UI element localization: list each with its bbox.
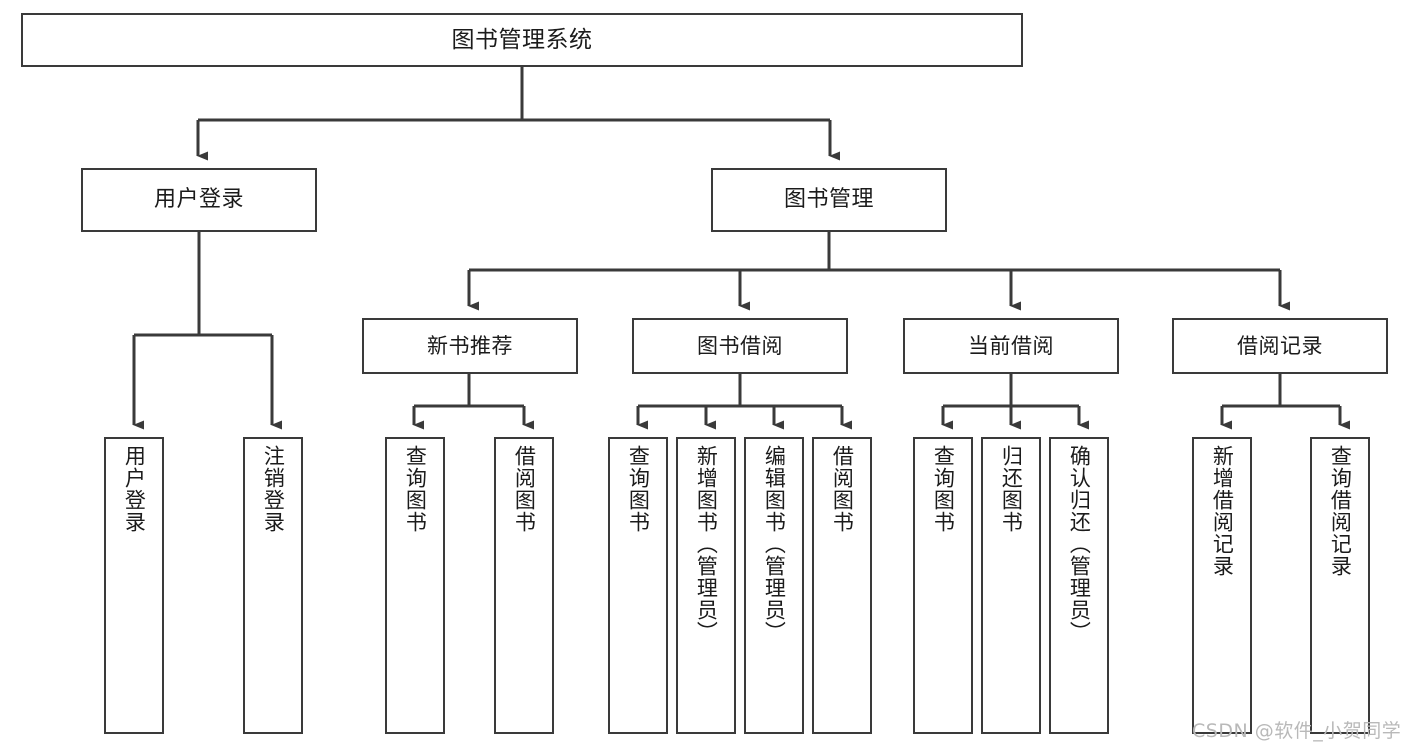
node-leaf-query-book-1-label: 查询图书 xyxy=(403,445,428,533)
node-leaf-logout-label: 注销登录 xyxy=(261,445,286,533)
node-book-manage-label: 图书管理 xyxy=(783,187,874,213)
node-book-borrow-label: 图书借阅 xyxy=(697,333,783,358)
node-borrow-record-label: 借阅记录 xyxy=(1237,333,1323,358)
node-leaf-query-book-3[interactable]: 查询图书 xyxy=(913,437,973,734)
node-root-label: 图书管理系统 xyxy=(451,26,593,53)
node-book-borrow[interactable]: 图书借阅 xyxy=(632,318,848,374)
node-user-login[interactable]: 用户登录 xyxy=(81,168,317,232)
node-new-book-rec[interactable]: 新书推荐 xyxy=(362,318,578,374)
node-leaf-query-book-1[interactable]: 查询图书 xyxy=(385,437,445,734)
node-leaf-return-book-label: 归还图书 xyxy=(999,445,1024,533)
watermark: CSDN @软件_小贺同学 xyxy=(1192,720,1402,742)
node-leaf-query-book-2[interactable]: 查询图书 xyxy=(608,437,668,734)
node-leaf-confirm-return-label: 确认归还（管理员） xyxy=(1067,445,1092,643)
node-leaf-borrow-book-2-label: 借阅图书 xyxy=(830,445,855,533)
node-leaf-add-book-label: 新增图书（管理员） xyxy=(694,445,719,643)
node-leaf-add-record[interactable]: 新增借阅记录 xyxy=(1192,437,1252,734)
node-leaf-borrow-book-2[interactable]: 借阅图书 xyxy=(812,437,872,734)
node-leaf-edit-book[interactable]: 编辑图书（管理员） xyxy=(744,437,804,734)
node-leaf-query-record-label: 查询借阅记录 xyxy=(1328,445,1353,577)
node-leaf-query-book-2-label: 查询图书 xyxy=(626,445,651,533)
node-leaf-query-record[interactable]: 查询借阅记录 xyxy=(1310,437,1370,734)
node-user-login-label: 用户登录 xyxy=(153,187,244,213)
node-current-borrow[interactable]: 当前借阅 xyxy=(903,318,1119,374)
node-leaf-user-login-label: 用户登录 xyxy=(122,445,147,533)
node-book-manage[interactable]: 图书管理 xyxy=(711,168,947,232)
node-leaf-add-book[interactable]: 新增图书（管理员） xyxy=(676,437,736,734)
node-borrow-record[interactable]: 借阅记录 xyxy=(1172,318,1388,374)
node-leaf-return-book[interactable]: 归还图书 xyxy=(981,437,1041,734)
node-leaf-logout[interactable]: 注销登录 xyxy=(243,437,303,734)
node-new-book-rec-label: 新书推荐 xyxy=(427,333,513,358)
node-leaf-borrow-book-1[interactable]: 借阅图书 xyxy=(494,437,554,734)
node-leaf-query-book-3-label: 查询图书 xyxy=(931,445,956,533)
node-leaf-edit-book-label: 编辑图书（管理员） xyxy=(762,445,787,643)
node-leaf-user-login[interactable]: 用户登录 xyxy=(104,437,164,734)
node-current-borrow-label: 当前借阅 xyxy=(968,333,1054,358)
node-leaf-add-record-label: 新增借阅记录 xyxy=(1210,445,1235,577)
node-root[interactable]: 图书管理系统 xyxy=(21,13,1023,67)
node-leaf-borrow-book-1-label: 借阅图书 xyxy=(512,445,537,533)
node-leaf-confirm-return[interactable]: 确认归还（管理员） xyxy=(1049,437,1109,734)
